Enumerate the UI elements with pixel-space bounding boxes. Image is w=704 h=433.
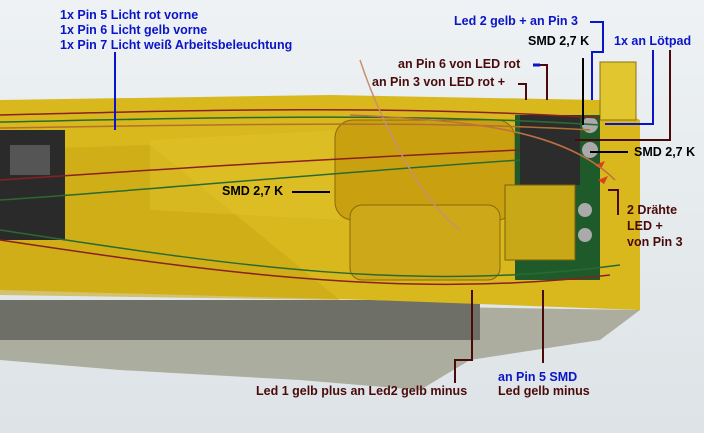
end-post — [599, 61, 637, 121]
label-smd-left: SMD 2,7 K — [222, 184, 284, 198]
label-smd-top: SMD 2,7 K — [528, 34, 590, 48]
wires — [0, 59, 621, 286]
label-pin5-smd: an Pin 5 SMD — [498, 370, 578, 384]
label-loetpad: 1x an Lötpad — [614, 34, 692, 48]
underframe — [0, 300, 480, 340]
label-led-gelb-minus: Led gelb minus — [498, 384, 590, 398]
label-led1-gelb: Led 1 gelb plus an Led2 gelb minus — [256, 384, 468, 398]
label-pin5: 1x Pin 5 Licht rot vorne — [60, 8, 199, 22]
label-draehte-1: 2 Drähte — [627, 203, 678, 217]
label-pin6: 1x Pin 6 Licht gelb vorne — [60, 23, 208, 37]
label-pin6-led-rot: an Pin 6 von LED rot — [398, 57, 521, 71]
label-pin3-led-rot: an Pin 3 von LED rot + — [372, 75, 506, 89]
label-led2-gelb: Led 2 gelb + an Pin 3 — [454, 14, 578, 28]
label-draehte-2: LED + — [627, 219, 663, 233]
label-draehte-3: von Pin 3 — [627, 235, 683, 249]
leader-lines — [114, 21, 671, 383]
label-pin7: 1x Pin 7 Licht weiß Arbeitsbeleuchtung — [60, 38, 293, 52]
label-smd-right: SMD 2,7 K — [634, 145, 696, 159]
